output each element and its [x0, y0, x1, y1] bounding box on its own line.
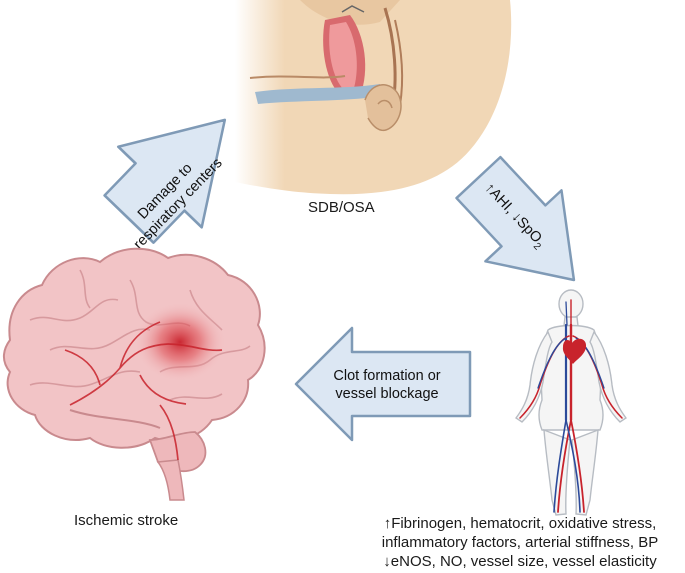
- brain-illustration: [3, 247, 266, 501]
- arrow-body-to-stroke-line1: Clot formation or: [333, 368, 440, 384]
- body-effects-text: ↑Fibrinogen, hematocrit, oxidative stres…: [360, 514, 680, 571]
- sleeping-head-illustration: [235, 0, 512, 195]
- arrow-body-to-stroke: Clot formation or vessel blockage: [294, 326, 472, 442]
- spo2-subscript: 2: [531, 241, 543, 253]
- ischemic-stroke-label: Ischemic stroke: [74, 512, 179, 529]
- arrow-sdb-to-body: ↑AHI, ↓SpO2: [455, 155, 576, 282]
- body-effects-line-1: ↑Fibrinogen, hematocrit, oxidative stres…: [383, 515, 657, 532]
- arrow-body-to-stroke-line2: vessel blockage: [335, 386, 438, 402]
- sdb-osa-label: SDB/OSA: [308, 199, 375, 216]
- body-effects-line-3: ↓eNOS, NO, vessel size, vessel elasticit…: [383, 553, 657, 570]
- human-body-vasculature: [514, 289, 628, 516]
- body-effects-line-2: inflammatory factors, arterial stiffness…: [381, 534, 659, 551]
